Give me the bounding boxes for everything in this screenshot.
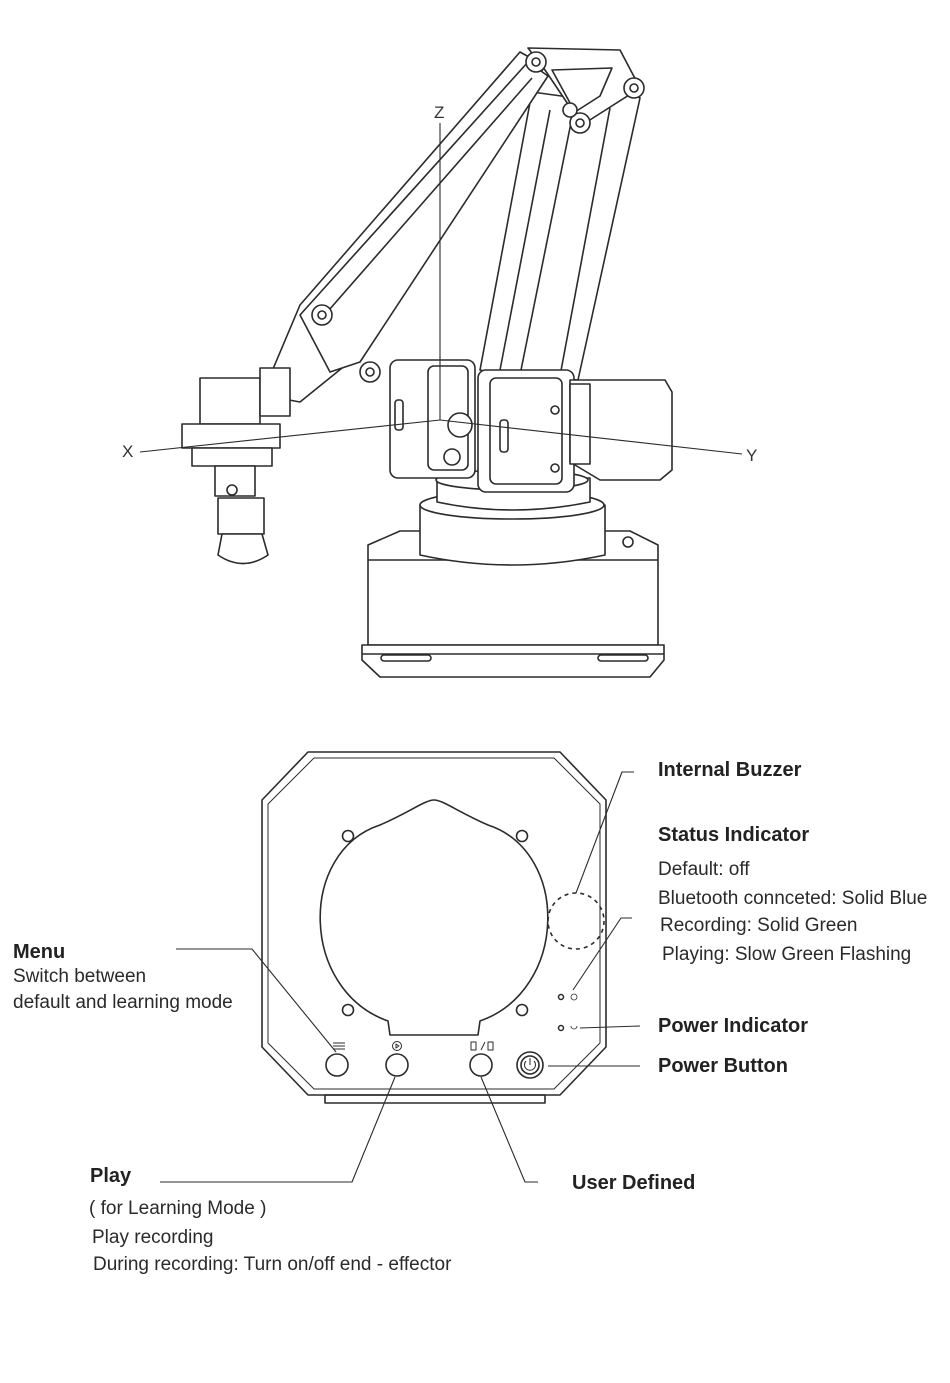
axis-label-z: Z (434, 103, 445, 122)
status-indicator-line: Playing: Slow Green Flashing (662, 944, 912, 965)
play-line: During recording: Turn on/off end - effe… (93, 1254, 452, 1275)
play-line: ( for Learning Mode ) (89, 1198, 267, 1219)
status-indicator-line: Recording: Solid Green (660, 915, 858, 936)
power-button-label: Power Button (658, 1055, 788, 1077)
menu-line: default and learning mode (13, 992, 233, 1013)
arm-joints (311, 51, 645, 383)
axis-label-x: X (122, 442, 134, 461)
internal-buzzer-label: Internal Buzzer (658, 759, 802, 781)
play-button[interactable] (385, 1053, 409, 1077)
status-indicator-led (557, 993, 565, 1001)
play-title: Play (90, 1165, 132, 1187)
menu-icon (333, 1042, 345, 1050)
power-icon (524, 1058, 536, 1071)
mounting-holes (341, 829, 529, 1017)
base-plate-outline (261, 751, 607, 1096)
status-indicator-title: Status Indicator (658, 824, 810, 846)
base-front-edge (324, 1094, 546, 1104)
menu-button[interactable] (325, 1053, 349, 1077)
play-icon (392, 1041, 402, 1051)
axis-label-y: Y (746, 446, 758, 465)
status-indicator-line: Default: off (658, 859, 750, 880)
power-button[interactable] (516, 1051, 544, 1079)
callout-lines (160, 771, 641, 1183)
robot-arm-illustration (139, 47, 743, 678)
menu-line: Switch between (13, 966, 147, 987)
power-indicator-led (557, 1024, 565, 1032)
status-indicator-line: Bluetooth connceted: Solid Blue (658, 888, 928, 909)
power-led-icon (570, 1025, 578, 1030)
status-led-icon (570, 993, 578, 1001)
base-plate-inner-outline (267, 757, 601, 1090)
menu-title: Menu (13, 941, 66, 963)
coordinate-axes (139, 123, 743, 455)
base-center-opening (319, 799, 549, 1036)
user-defined-button[interactable] (469, 1053, 493, 1077)
user-defined-label: User Defined (572, 1172, 696, 1194)
base-top-view (261, 751, 607, 1104)
power-indicator-label: Power Indicator (658, 1015, 809, 1037)
buzzer-area (547, 892, 605, 950)
play-line: Play recording (92, 1227, 214, 1248)
arm-end-effector (181, 367, 291, 565)
arm-shoulder-motors (389, 359, 673, 493)
user-defined-icon (470, 1041, 494, 1051)
